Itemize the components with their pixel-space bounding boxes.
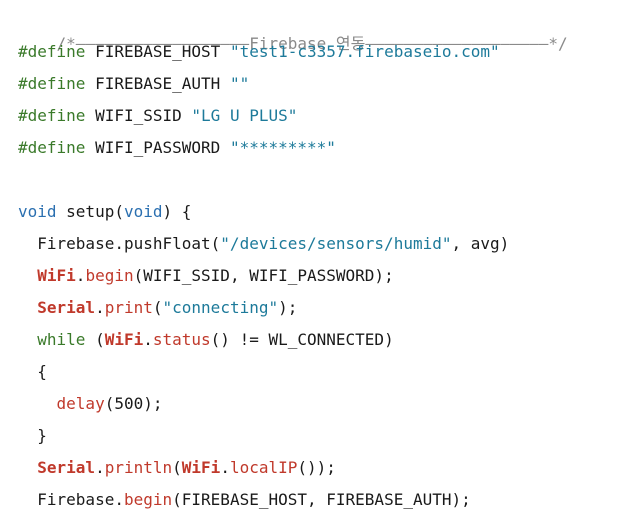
code-text: () != WL_CONNECTED) <box>210 330 394 349</box>
indent <box>18 266 37 285</box>
dot: . <box>95 298 105 317</box>
setup-signature: void setup(void) { <box>18 200 191 224</box>
method-begin: begin <box>123 490 173 509</box>
banner-prefix: /*—————————————————— <box>56 34 250 53</box>
code-text: Firebase. <box>18 490 124 509</box>
object-serial: Serial <box>37 458 96 477</box>
object-wifi: WiFi <box>37 266 76 285</box>
define-name: FIREBASE_AUTH <box>85 74 230 93</box>
define-value: "test1-c3357.firebaseio.com" <box>229 42 500 61</box>
line-serial-print: Serial.print("connecting"); <box>18 296 297 320</box>
define-name: WIFI_SSID <box>85 106 192 125</box>
code-text: (500); <box>104 394 163 413</box>
define-keyword: #define <box>18 42 86 61</box>
line-wifi-begin: WiFi.begin(WIFI_SSID, WIFI_PASSWORD); <box>18 264 394 288</box>
void-keyword: void <box>123 202 163 221</box>
define-name: WIFI_PASSWORD <box>85 138 230 157</box>
indent <box>18 394 57 413</box>
code-text: ()); <box>297 458 336 477</box>
indent <box>18 458 37 477</box>
dot: . <box>220 458 230 477</box>
code-text: ( <box>152 298 163 317</box>
define-wifi-ssid: #define WIFI_SSID "LG U PLUS" <box>18 104 297 128</box>
method-print: print <box>104 298 153 317</box>
object-serial: Serial <box>37 298 96 317</box>
code-text: (WIFI_SSID, WIFI_PASSWORD); <box>133 266 394 285</box>
code-text: , avg) <box>451 234 510 253</box>
dot: . <box>143 330 153 349</box>
method-localip: localIP <box>229 458 298 477</box>
code-text: ); <box>278 298 298 317</box>
code-text: ( <box>172 458 182 477</box>
code-text: (FIREBASE_HOST, FIREBASE_AUTH); <box>172 490 471 509</box>
define-keyword: #define <box>18 74 86 93</box>
define-value: "*********" <box>229 138 336 157</box>
line-while: while (WiFi.status() != WL_CONNECTED) <box>18 328 394 352</box>
banner-title: Firebase 연동 <box>249 34 366 53</box>
line-brace-open: { <box>18 362 47 381</box>
define-value: "" <box>229 74 250 93</box>
setup-open-brace: ) { <box>162 202 192 221</box>
dot: . <box>75 266 86 285</box>
line-delay: delay(500); <box>18 392 163 416</box>
object-wifi: WiFi <box>181 458 221 477</box>
void-keyword: void <box>18 202 57 221</box>
line-brace-close: } <box>18 426 47 445</box>
line-serial-println: Serial.println(WiFi.localIP()); <box>18 456 336 480</box>
define-firebase-host: #define FIREBASE_HOST "test1-c3357.fireb… <box>18 40 500 64</box>
code-string: "/devices/sensors/humid" <box>220 234 452 253</box>
banner-suffix: ———————————————————*/ <box>365 34 568 53</box>
method-begin: begin <box>85 266 134 285</box>
line-firebase-begin: Firebase.begin(FIREBASE_HOST, FIREBASE_A… <box>18 488 471 512</box>
define-name: FIREBASE_HOST <box>85 42 230 61</box>
line-push-float: Firebase.pushFloat("/devices/sensors/hum… <box>18 232 509 256</box>
code-string: "connecting" <box>162 298 279 317</box>
define-keyword: #define <box>18 138 86 157</box>
code-text: ( <box>85 330 105 349</box>
banner-comment: /*——————————————————Firebase 연동—————————… <box>18 8 568 53</box>
indent <box>18 298 37 317</box>
define-wifi-password: #define WIFI_PASSWORD "*********" <box>18 136 336 160</box>
define-keyword: #define <box>18 106 86 125</box>
code-text: Firebase.pushFloat( <box>18 234 221 253</box>
dot: . <box>95 458 105 477</box>
setup-name: setup( <box>56 202 124 221</box>
method-println: println <box>104 458 173 477</box>
object-wifi: WiFi <box>104 330 144 349</box>
indent <box>18 330 37 349</box>
define-firebase-auth: #define FIREBASE_AUTH "" <box>18 72 249 96</box>
function-delay: delay <box>56 394 105 413</box>
while-keyword: while <box>37 330 86 349</box>
define-value: "LG U PLUS" <box>191 106 298 125</box>
method-status: status <box>152 330 211 349</box>
